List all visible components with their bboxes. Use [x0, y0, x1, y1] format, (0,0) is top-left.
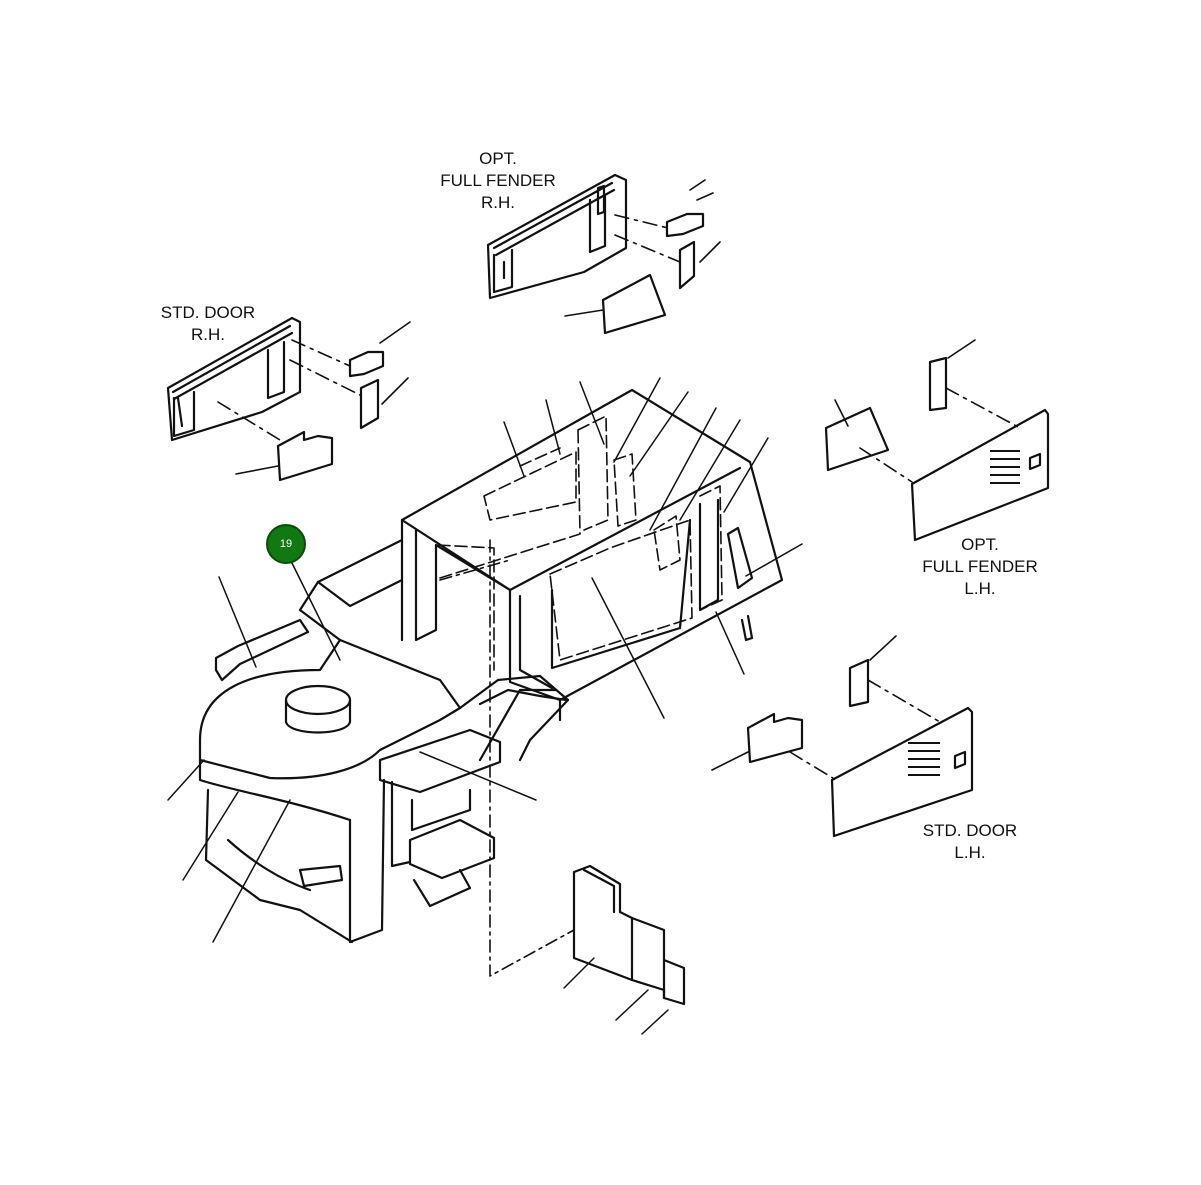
label-line: L.H.: [954, 843, 986, 862]
door-lh-dashes: [711, 635, 941, 781]
fender-panel-lh: [824, 356, 1050, 542]
door-vent-lh: [908, 742, 940, 776]
label-line: FULL FENDER: [440, 171, 556, 190]
label-std-door-lh: STD. DOOR L.H.: [900, 820, 1040, 864]
label-opt-full-fender-lh: OPT. FULL FENDER L.H.: [900, 534, 1060, 600]
label-line: STD. DOOR: [160, 303, 256, 322]
label-line: R.H.: [481, 193, 515, 212]
fender-rh-dashes: [564, 179, 721, 317]
label-line: L.H.: [964, 579, 996, 598]
fender-lh-dashes: [834, 339, 1021, 483]
door-small-parts-rh: [276, 350, 385, 482]
label-line: FULL FENDER: [922, 557, 1038, 576]
door-rh-dashes: [217, 321, 411, 475]
door-panel-rh: [166, 316, 302, 442]
door-panel-lh: [746, 658, 974, 838]
label-line: STD. DOOR: [922, 821, 1018, 840]
label-line: OPT.: [479, 149, 517, 168]
fender-vent-lh: [990, 450, 1020, 484]
label-opt-full-fender-rh: OPT. FULL FENDER R.H.: [418, 148, 578, 214]
fender-panel-rh: [486, 173, 628, 300]
cab-window-seals: [437, 415, 723, 671]
part-callout-19[interactable]: 19: [266, 524, 306, 564]
label-line: OPT.: [961, 535, 999, 554]
label-std-door-rh: STD. DOOR R.H.: [138, 302, 278, 346]
floor-panels: [572, 864, 686, 1006]
leader-lines: [167, 377, 803, 1035]
fender-small-parts-rh: [601, 212, 705, 335]
machine-body: [198, 538, 570, 944]
centerline-dashes: [439, 539, 575, 977]
label-line: R.H.: [191, 325, 225, 344]
